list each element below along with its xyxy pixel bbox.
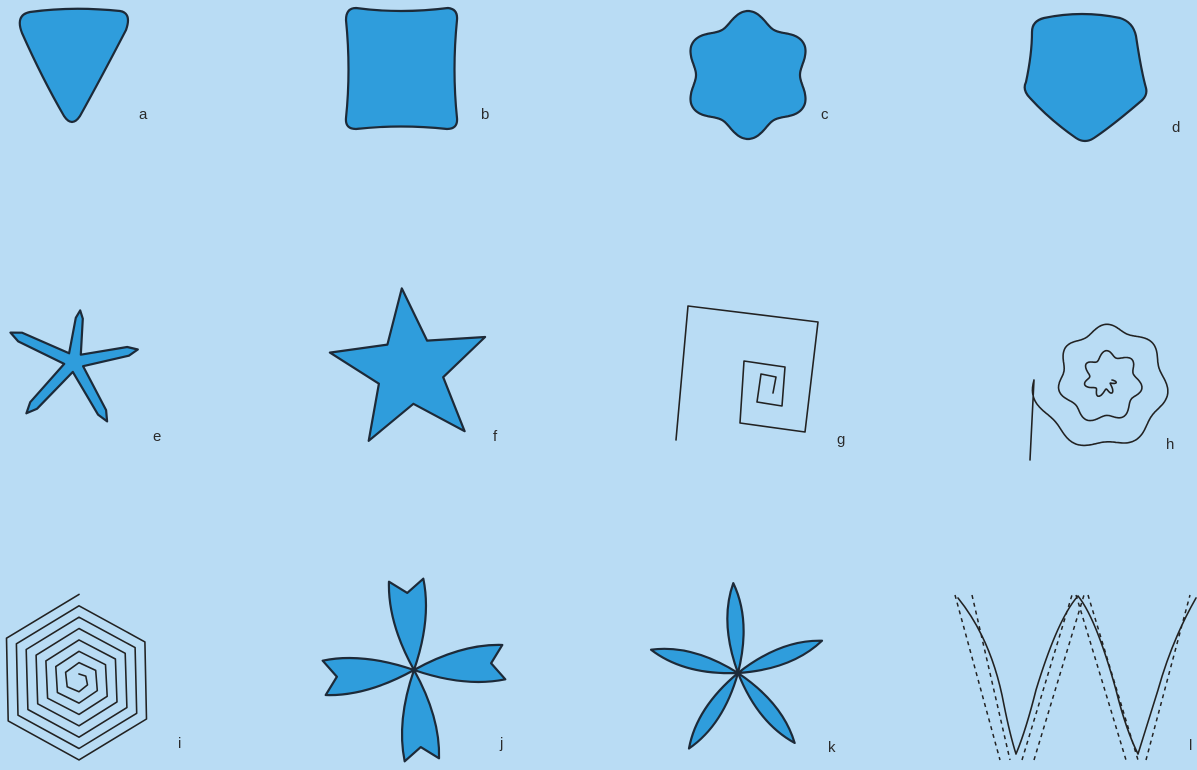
panel-label-l: l bbox=[1189, 737, 1192, 754]
panel-c: c bbox=[691, 11, 830, 139]
shape-rounded-square bbox=[346, 8, 457, 129]
panel-label-b: b bbox=[481, 106, 489, 123]
shape-rounded-triangle bbox=[20, 9, 128, 122]
panel-label-c: c bbox=[821, 106, 829, 123]
shape-wavy-spiral bbox=[1030, 324, 1168, 460]
panel-k: k bbox=[651, 583, 836, 756]
panel-label-a: a bbox=[139, 106, 148, 123]
shape-square-spiral bbox=[676, 306, 818, 440]
shape-rounded-pentagon bbox=[1025, 14, 1147, 141]
panel-l: l bbox=[955, 595, 1196, 760]
panel-label-j: j bbox=[499, 735, 503, 752]
panel-e: e bbox=[11, 310, 162, 445]
panel-label-e: e bbox=[153, 428, 161, 445]
panel-label-g: g bbox=[837, 431, 845, 448]
panel-d: d bbox=[1025, 14, 1181, 141]
flower-petal bbox=[414, 645, 505, 682]
panel-i: i bbox=[7, 594, 182, 760]
panel-label-k: k bbox=[828, 739, 836, 756]
panel-j: j bbox=[323, 579, 506, 762]
panel-g: g bbox=[676, 306, 845, 448]
flower-petal bbox=[727, 583, 743, 673]
shape-four-petal-flower bbox=[323, 579, 506, 762]
panel-b: b bbox=[346, 8, 489, 129]
flower-petal bbox=[738, 641, 822, 673]
panel-h: h bbox=[1030, 324, 1174, 460]
flower-petal bbox=[402, 670, 439, 761]
panel-label-d: d bbox=[1172, 119, 1180, 136]
flower-petal bbox=[738, 673, 795, 743]
flower-petal bbox=[689, 673, 738, 748]
shape-five-petal-flower bbox=[651, 583, 822, 748]
panel-label-f: f bbox=[493, 428, 498, 445]
shape-scalloped-hexagon bbox=[691, 11, 806, 139]
shape-thin-five-arm-star bbox=[11, 310, 138, 421]
dashed-guide-lines bbox=[955, 595, 1190, 760]
panel-a: a bbox=[20, 9, 148, 123]
flower-petal bbox=[651, 649, 738, 673]
shape-five-point-star bbox=[330, 288, 485, 440]
panel-label-i: i bbox=[178, 735, 181, 752]
panel-f: f bbox=[330, 288, 498, 445]
flower-petal bbox=[389, 579, 426, 670]
panel-label-h: h bbox=[1166, 436, 1174, 453]
shape-hexagonal-spiral bbox=[7, 594, 147, 760]
flower-petal bbox=[323, 658, 414, 695]
